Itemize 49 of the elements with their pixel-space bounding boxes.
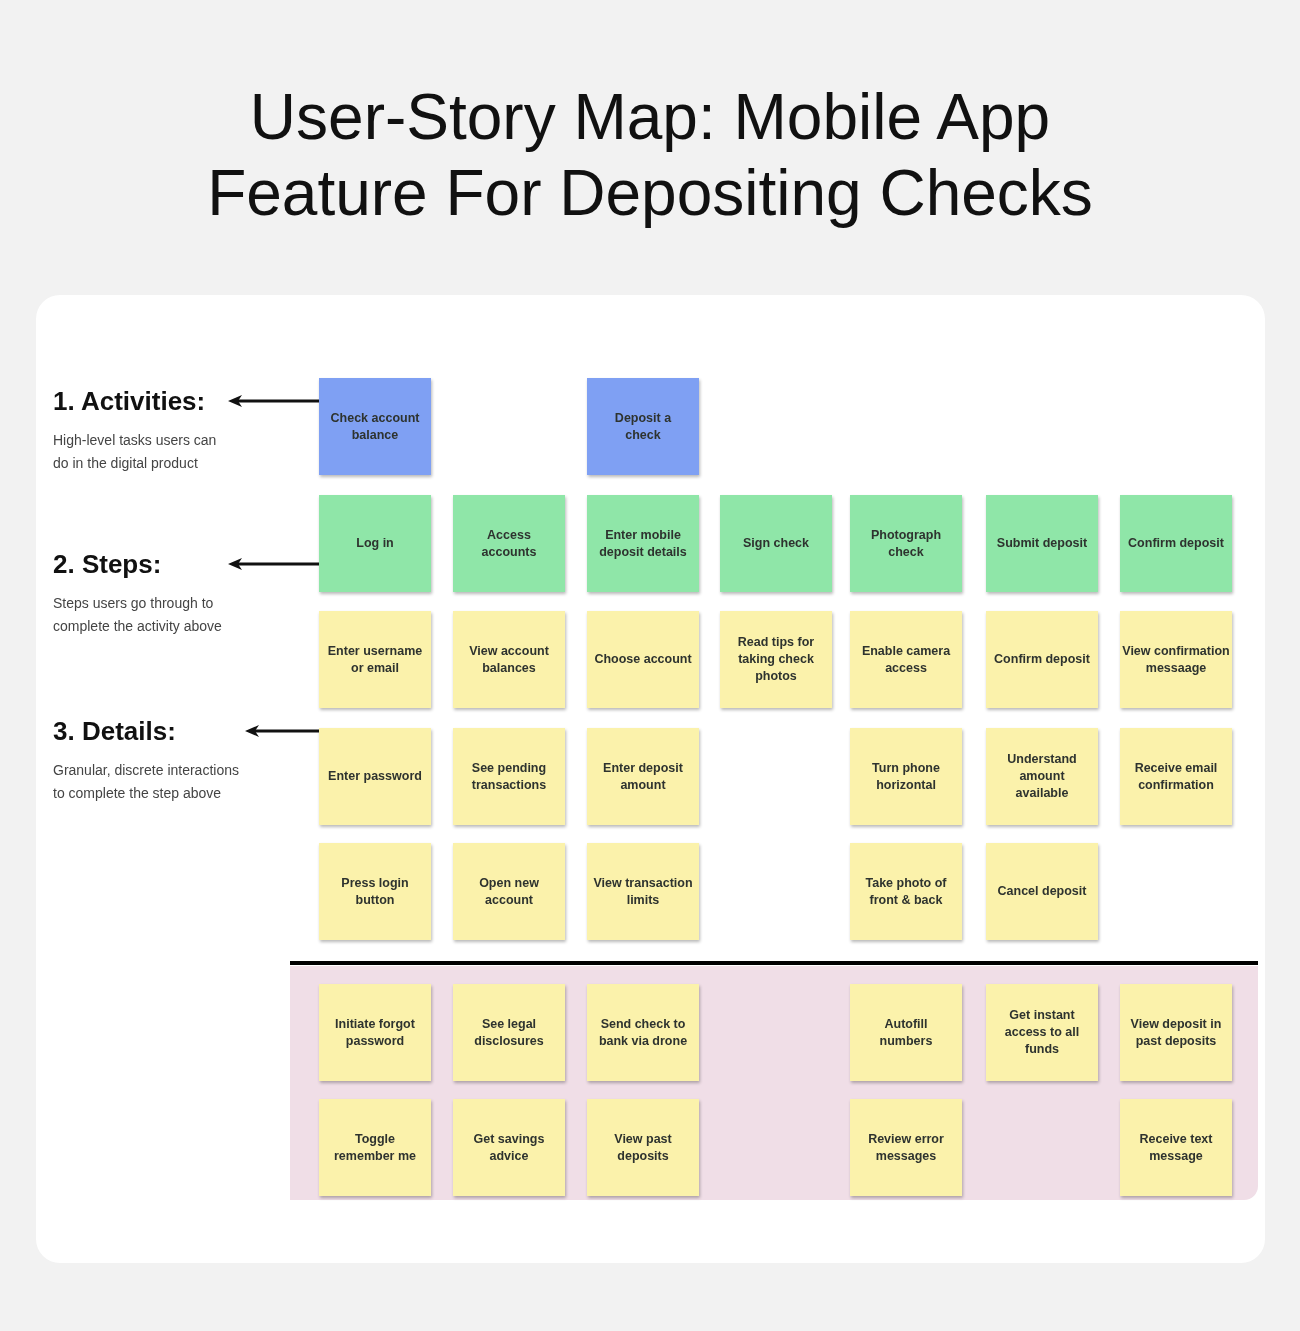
sticky-note: Submit deposit — [986, 495, 1098, 592]
sticky-note: Toggle remember me — [319, 1099, 431, 1196]
sticky-note: See pending transactions — [453, 728, 565, 825]
sticky-note: Initiate forgot password — [319, 984, 431, 1081]
sticky-note: Access accounts — [453, 495, 565, 592]
sticky-note: Choose account — [587, 611, 699, 708]
sticky-note: Receive email confirmation — [1120, 728, 1232, 825]
title: User-Story Map: Mobile App Feature For Depositing Checks — [206, 80, 1094, 231]
sticky-note: Enable camera access — [850, 611, 962, 708]
sticky-note: Turn phone horizontal — [850, 728, 962, 825]
sticky-note: Press login button — [319, 843, 431, 940]
description-text: High-level tasks users can do in the digital product — [53, 431, 218, 473]
sticky-note: Photograph check — [850, 495, 962, 592]
sticky-note: View confirmation messaage — [1120, 611, 1232, 708]
sticky-note: Enter username or email — [319, 611, 431, 708]
sticky-note: Sign check — [720, 495, 832, 592]
section-heading: 3. Details: — [53, 715, 176, 747]
sticky-note: Understand amount available — [986, 728, 1098, 825]
sticky-note: Log in — [319, 495, 431, 592]
sticky-note: Enter password — [319, 728, 431, 825]
sticky-note: Send check to bank via drone — [587, 984, 699, 1081]
sticky-note: Deposit a check — [587, 378, 699, 475]
section-heading: 2. Steps: — [53, 548, 162, 580]
sticky-note: View transaction limits — [587, 843, 699, 940]
sticky-note: Review error messages — [850, 1099, 962, 1196]
description-text: Steps users go through to complete the activity above — [53, 594, 223, 636]
sticky-note: Confirm deposit — [1120, 495, 1232, 592]
sticky-note: Open new account — [453, 843, 565, 940]
sticky-note: Cancel deposit — [986, 843, 1098, 940]
sticky-note: View deposit in past deposits — [1120, 984, 1232, 1081]
sticky-note: Get savings advice — [453, 1099, 565, 1196]
section-heading: 1. Activities: — [53, 385, 206, 417]
arrow — [228, 395, 319, 407]
sticky-note: Autofill numbers — [850, 984, 962, 1081]
shaded-band — [290, 966, 1258, 1200]
description-text: Granular, discrete interactions to complete the step above — [53, 761, 240, 803]
arrow — [245, 725, 319, 737]
sticky-note: Receive text message — [1120, 1099, 1232, 1196]
sticky-note: Check account balance — [319, 378, 431, 475]
sticky-note: View past deposits — [587, 1099, 699, 1196]
sticky-note: Enter deposit amount — [587, 728, 699, 825]
sticky-note: Confirm deposit — [986, 611, 1098, 708]
sticky-note: Get instant access to all funds — [986, 984, 1098, 1081]
sticky-note: Take photo of front & back — [850, 843, 962, 940]
sticky-note: Read tips for taking check photos — [720, 611, 832, 708]
sticky-note: Enter mobile deposit details — [587, 495, 699, 592]
arrow — [228, 558, 319, 570]
sticky-note: See legal disclosures — [453, 984, 565, 1081]
sticky-note: View account balances — [453, 611, 565, 708]
